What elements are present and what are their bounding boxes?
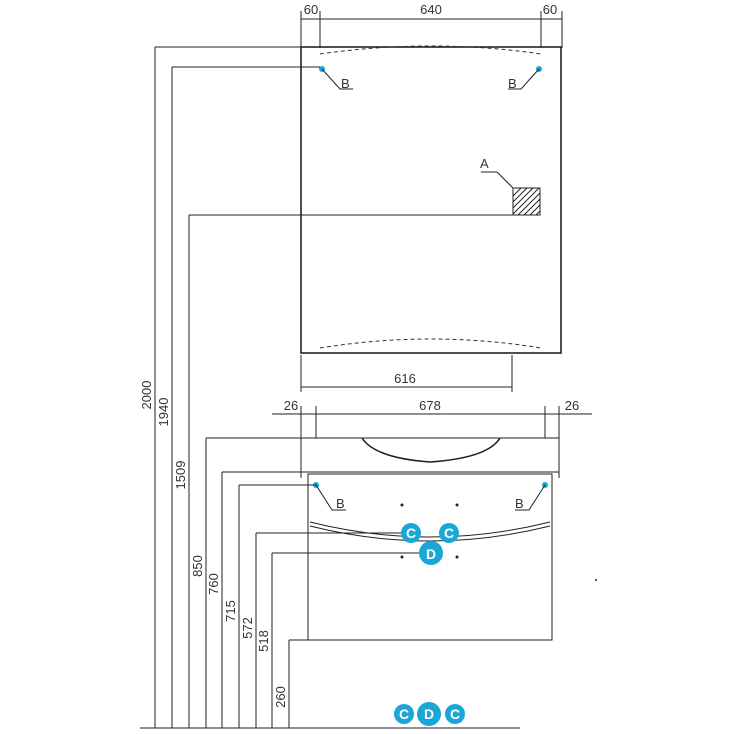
drill-hole-2: [455, 503, 459, 507]
cabinet-width-middle-label: 678: [419, 398, 441, 413]
mount-zone-a: [481, 171, 541, 216]
vanity-cabinet: [307, 414, 553, 641]
cabinet-width-right-label: 26: [565, 398, 579, 413]
floor-marker-c-left-text: C: [399, 706, 409, 722]
top-width-right-label: 60: [543, 2, 557, 17]
floor-marker-c-left: C: [394, 704, 414, 724]
height-2000-label: 2000: [139, 381, 154, 410]
label-a: A: [480, 156, 489, 171]
height-518-label: 518: [256, 630, 271, 652]
label-b-cabinet-left: B: [336, 496, 345, 511]
marker-d-text: D: [426, 546, 436, 562]
height-715-label: 715: [223, 600, 238, 622]
floor-marker-d: D: [417, 702, 441, 726]
basin-top: [300, 437, 560, 478]
height-dimension-lines: [154, 46, 419, 728]
label-b-mirror-left: B: [341, 76, 350, 91]
mirror-width-label: 616: [394, 371, 416, 386]
top-width-dimension: [300, 11, 563, 48]
mirror-width-dimension: [300, 355, 513, 392]
cabinet-width-left-label: 26: [284, 398, 298, 413]
top-width-left-label: 60: [304, 2, 318, 17]
mirror-cabinet: [300, 45, 562, 354]
label-b-mirror-right: B: [508, 76, 517, 91]
height-260-label: 260: [273, 686, 288, 708]
label-b-cabinet-right: B: [515, 496, 524, 511]
height-760-label: 760: [206, 573, 221, 595]
height-1940-label: 1940: [156, 398, 171, 427]
drill-hole-1: [400, 503, 404, 507]
marker-d-cabinet: D: [419, 541, 443, 565]
stray-dot: [595, 579, 597, 581]
height-850-label: 850: [190, 555, 205, 577]
drill-hole-3: [400, 555, 404, 559]
marker-c-cabinet-right: C: [439, 523, 459, 543]
floor-marker-d-text: D: [424, 706, 434, 722]
drill-hole-4: [455, 555, 459, 559]
height-1509-label: 1509: [173, 461, 188, 490]
floor-marker-c-right-text: C: [450, 706, 460, 722]
marker-c-cabinet-left: C: [401, 523, 421, 543]
marker-c-left-text: C: [406, 525, 416, 541]
marker-c-right-text: C: [444, 525, 454, 541]
top-width-middle-label: 640: [420, 2, 442, 17]
floor-marker-c-right: C: [445, 704, 465, 724]
height-572-label: 572: [240, 617, 255, 639]
